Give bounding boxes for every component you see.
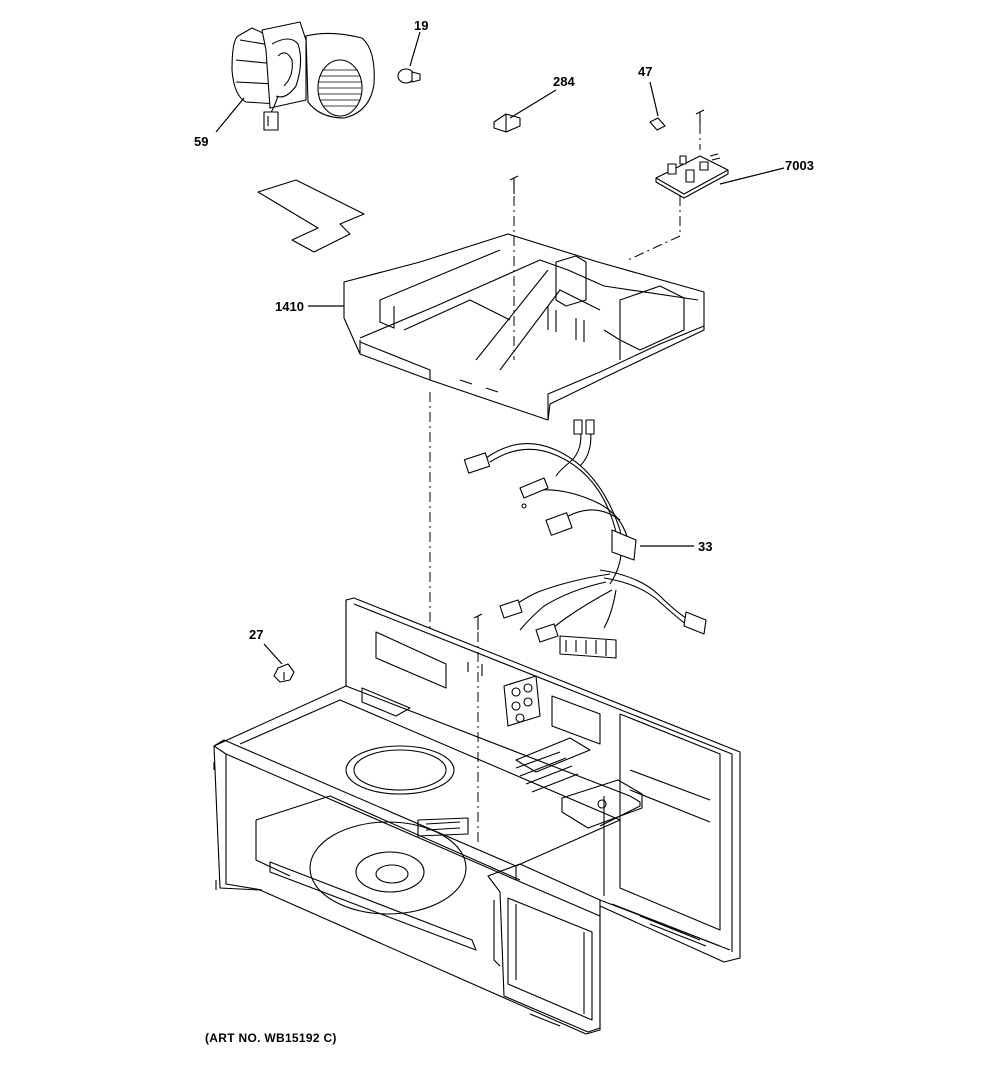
part-19-bulb[interactable] [397, 68, 421, 84]
screw-lower[interactable] [473, 613, 483, 630]
part-33-wire-harness[interactable] [463, 419, 707, 659]
part-1410-control-bracket[interactable] [343, 233, 705, 421]
callout-7003: 7003 [785, 158, 814, 173]
screw-upper[interactable] [509, 175, 519, 194]
callout-33: 33 [698, 539, 712, 554]
insulation-pad[interactable] [257, 179, 365, 253]
part-27-thermostat[interactable] [273, 663, 295, 683]
callout-284: 284 [553, 74, 575, 89]
callout-19: 19 [414, 18, 428, 33]
part-284-clip[interactable] [493, 113, 521, 133]
callout-59: 59 [194, 134, 208, 149]
oven-cavity-chassis [213, 597, 741, 1035]
callout-47: 47 [638, 64, 652, 79]
part-59-blower-motor[interactable] [231, 21, 375, 131]
part-47-fuse[interactable] [649, 117, 666, 131]
part-7003-circuit-board[interactable] [655, 109, 729, 199]
callout-1410: 1410 [275, 299, 304, 314]
art-number: (ART NO. WB15192 C) [205, 1031, 337, 1045]
callout-27: 27 [249, 627, 263, 642]
